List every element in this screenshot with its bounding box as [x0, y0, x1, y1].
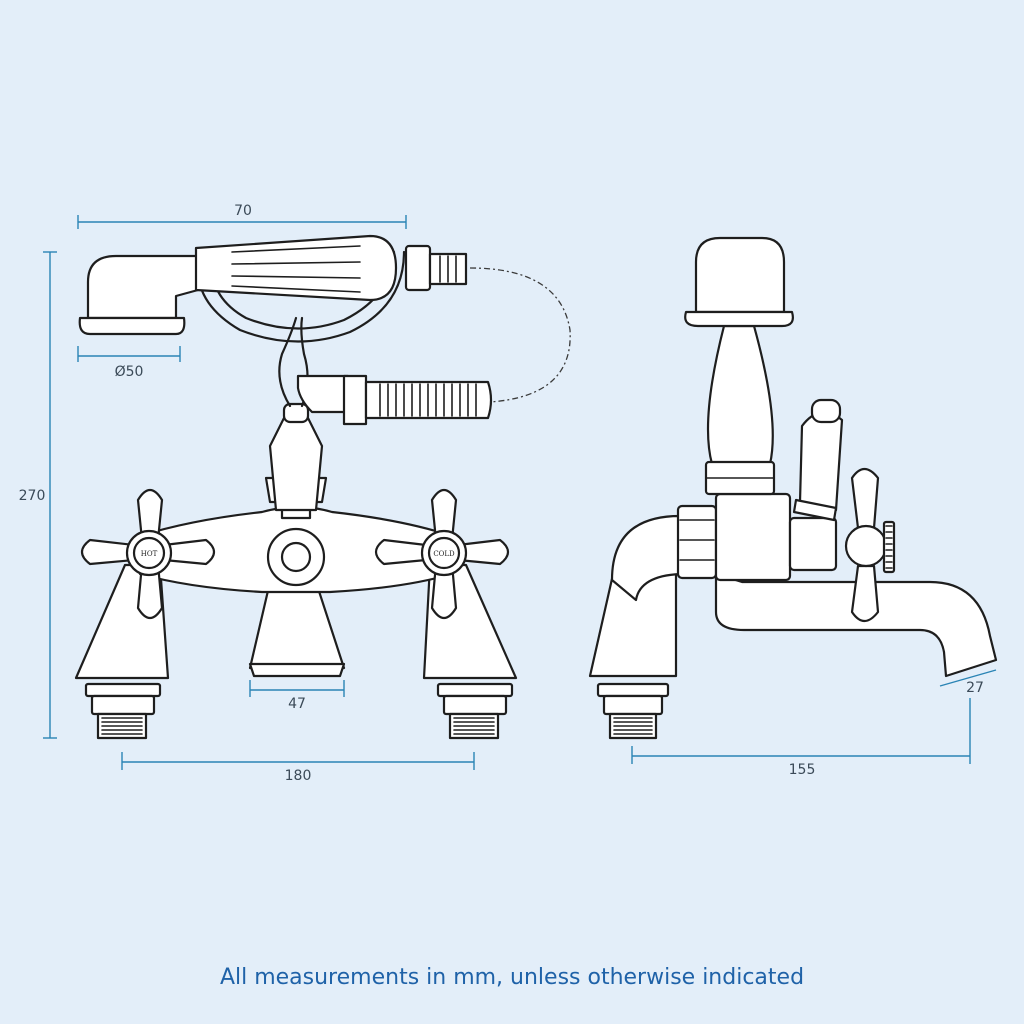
side-cradle-cup [694, 236, 786, 314]
side-valve-boss [788, 516, 838, 572]
center-spout-body [248, 580, 346, 670]
handset-end-cap [404, 244, 432, 292]
hot-tail-fitting [84, 682, 162, 740]
front-view: HOT COLD [74, 234, 571, 740]
side-view [588, 236, 998, 740]
dim-side-depth: 155 [789, 762, 816, 778]
side-lever[interactable] [798, 411, 844, 512]
dim-tap-centres: 180 [285, 768, 312, 784]
handset-rose [78, 316, 186, 336]
side-lever-collar [792, 498, 838, 522]
center-spout-mouth [248, 662, 346, 678]
handset-handle[interactable] [194, 234, 398, 302]
hot-label: HOT [141, 550, 158, 558]
dimension-lines [43, 215, 997, 770]
shower-hose [469, 267, 571, 403]
hose-outlet-elbow [296, 374, 350, 414]
manifold-centre-cap [280, 541, 312, 573]
cold-tail-fitting [436, 682, 514, 740]
measurement-note: All measurements in mm, unless otherwise… [219, 965, 805, 990]
dimension-labels: 70 Ø50 270 47 180 155 27 [19, 203, 984, 784]
side-outlet-spout [714, 572, 998, 678]
side-valve-nut [676, 504, 718, 580]
side-valve-body [714, 492, 792, 582]
diverter-lever[interactable] [268, 408, 324, 512]
hose-outlet-nut [342, 374, 368, 426]
dim-spout-width: 47 [288, 696, 306, 712]
dim-total-height: 270 [19, 488, 46, 504]
side-tail-nut [596, 682, 670, 698]
diverter-lever-cap [282, 402, 310, 424]
cradle-hoop [196, 248, 406, 343]
cold-cross-handle[interactable]: COLD [374, 488, 510, 620]
dim-spout-depth: 27 [966, 680, 984, 696]
hot-cross-handle[interactable]: HOT [80, 488, 216, 620]
side-column [706, 324, 774, 466]
side-cross-handle[interactable] [844, 467, 896, 623]
dim-handset-width: 70 [234, 203, 252, 219]
cold-label: COLD [433, 550, 455, 558]
handset-head [86, 254, 200, 320]
dim-handset-diameter: Ø50 [115, 364, 144, 380]
